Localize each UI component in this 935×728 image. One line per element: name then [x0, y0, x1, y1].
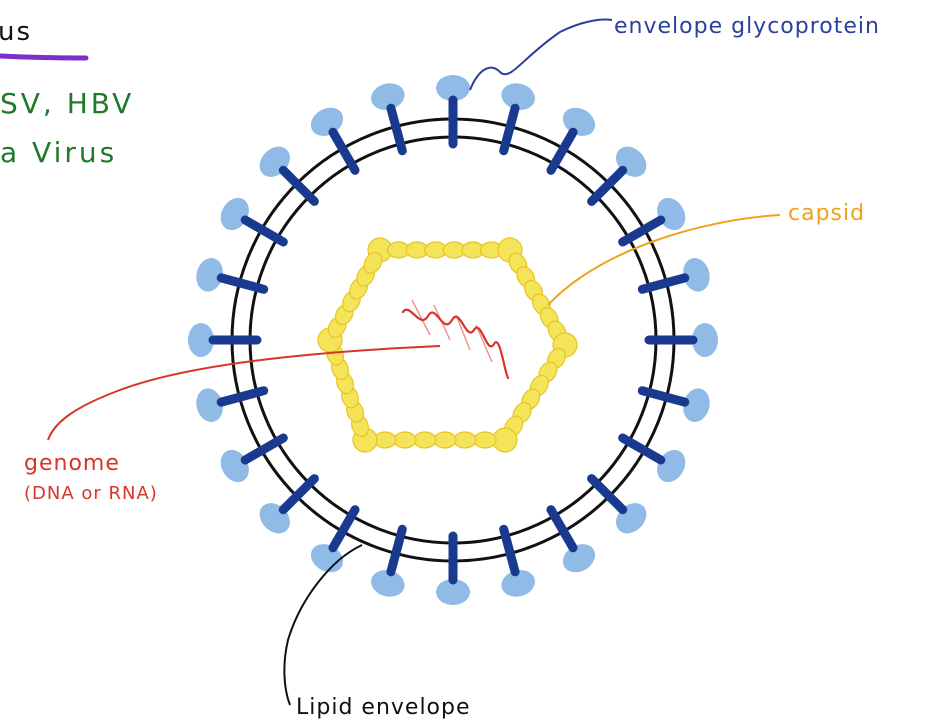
genome-label: genome: [24, 451, 120, 476]
glycoprotein-leader: [470, 20, 612, 91]
note-line-2: a Virus: [0, 136, 117, 169]
spike-stems: [213, 100, 693, 580]
capsid-bead: [474, 432, 496, 448]
title-underline: [0, 56, 86, 58]
capsid-bead: [394, 432, 416, 448]
capsid-bead: [414, 432, 436, 448]
glycoprotein-head: [651, 193, 691, 235]
glycoprotein-head: [215, 193, 255, 235]
glycoprotein-stem: [504, 108, 515, 151]
glycoprotein-stem: [221, 278, 264, 289]
glycoprotein-stem: [642, 391, 685, 402]
glycoprotein-stem: [592, 170, 623, 201]
glycoprotein-stem: [592, 479, 623, 510]
glycoprotein-stem: [642, 278, 685, 289]
glycoprotein-head: [215, 445, 255, 487]
glycoprotein-head: [651, 445, 691, 487]
capsid: [314, 234, 582, 456]
genome-strand: [403, 310, 508, 378]
title-fragment: us: [0, 17, 32, 47]
glycoprotein-stem: [283, 170, 314, 201]
note-line-1: SV, HBV: [0, 87, 134, 120]
glycoprotein-stem: [391, 108, 402, 151]
capsid-label: capsid: [788, 201, 865, 226]
capsid-bead: [434, 432, 456, 448]
envelope-label: Lipid envelope: [296, 695, 471, 720]
envelope-glycoprotein-spikes: [188, 75, 718, 605]
glycoprotein-head: [558, 102, 600, 142]
glycoprotein-stem: [504, 529, 515, 572]
glycoprotein-stem: [221, 391, 264, 402]
capsid-bead: [454, 432, 476, 448]
genome-sublabel: (DNA or RNA): [24, 483, 158, 504]
glycoprotein-head: [306, 102, 348, 142]
glycoprotein-stem: [391, 529, 402, 572]
capsid-leader: [548, 215, 780, 305]
glycoprotein-stem: [283, 479, 314, 510]
glycoprotein-label: envelope glycoprotein: [614, 14, 880, 39]
glycoprotein-head: [558, 538, 600, 578]
